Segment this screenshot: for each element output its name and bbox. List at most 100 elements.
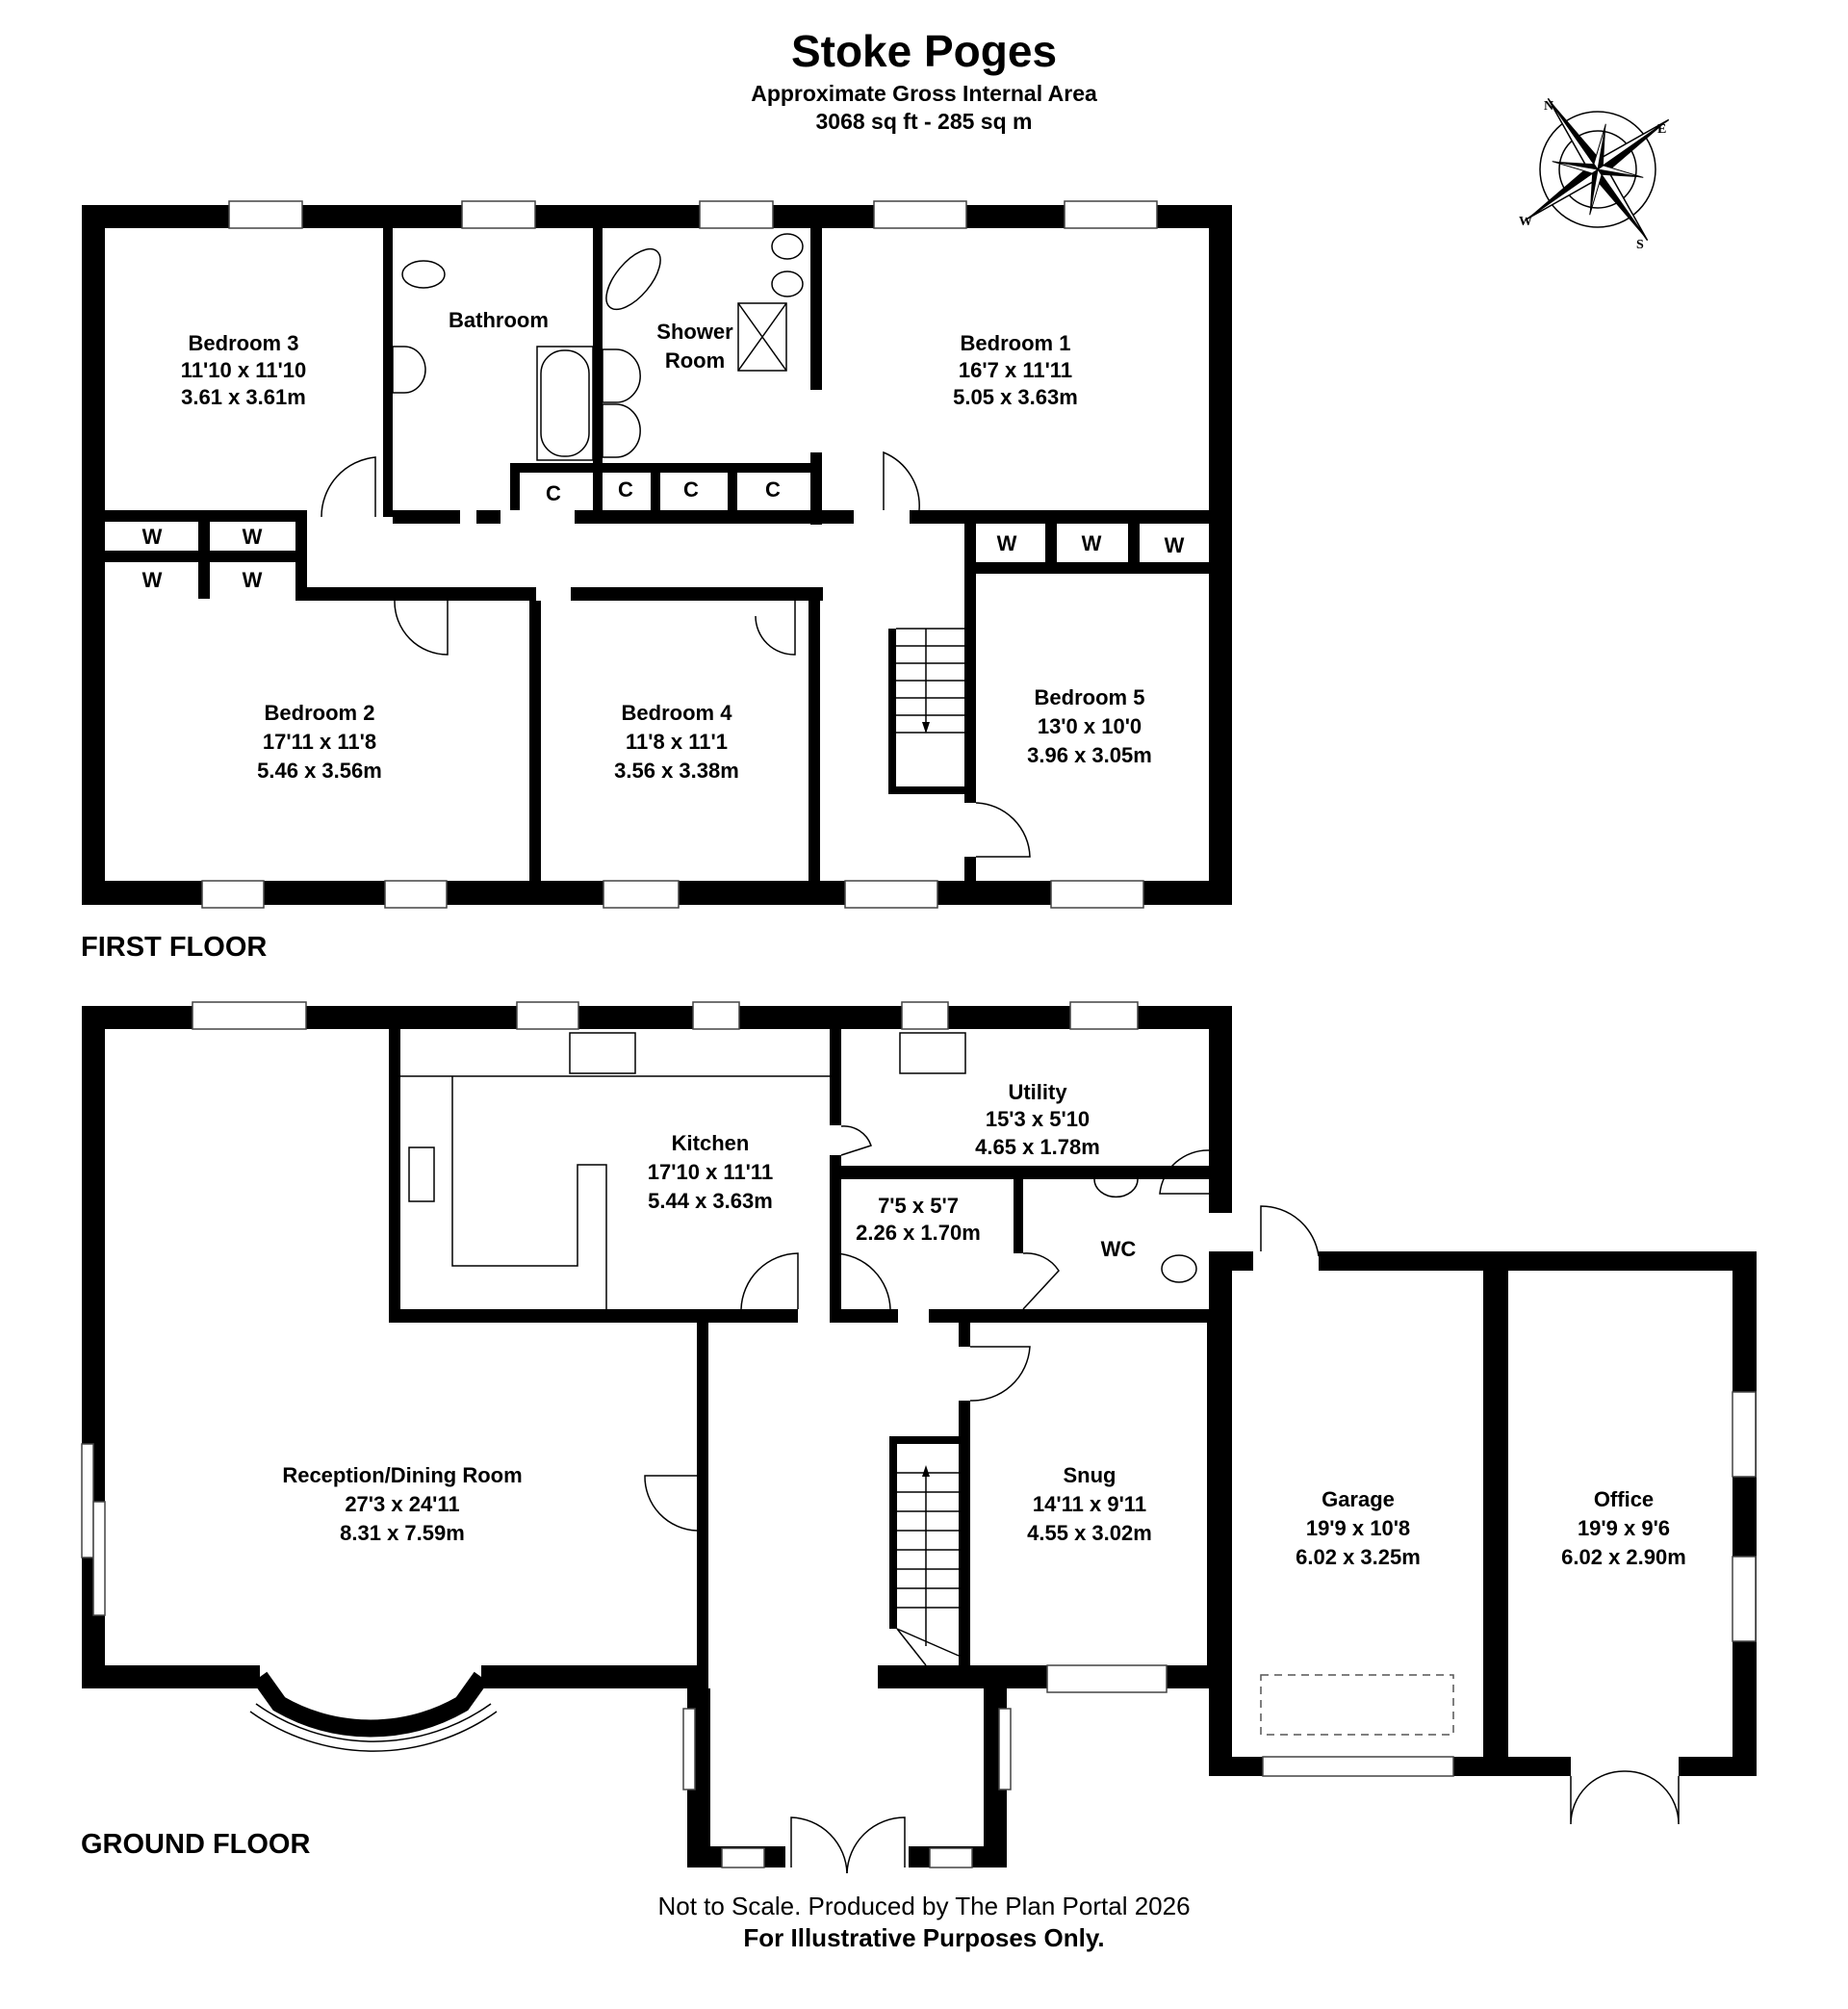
window [873, 200, 967, 229]
window [929, 1847, 973, 1868]
window [844, 880, 938, 909]
svg-text:4.65 x 1.78m: 4.65 x 1.78m [975, 1135, 1100, 1159]
toilet-icon [1161, 1254, 1197, 1283]
wardrobe-label: W [243, 525, 263, 549]
window [682, 1708, 696, 1790]
window [1064, 200, 1158, 229]
window [1046, 1664, 1168, 1693]
window [461, 200, 536, 229]
window [721, 1847, 765, 1868]
svg-text:Bedroom 1: Bedroom 1 [961, 331, 1071, 355]
disclaimer-illustrative: For Illustrative Purposes Only. [743, 1923, 1105, 1952]
svg-text:13'0 x 10'0: 13'0 x 10'0 [1038, 714, 1142, 738]
room-kitchen: Kitchen 17'10 x 11'11 5.44 x 3.63m [648, 1131, 773, 1213]
window [192, 1001, 307, 1030]
svg-text:17'11 x 11'8: 17'11 x 11'8 [263, 730, 376, 754]
window [1069, 1001, 1139, 1030]
svg-text:4.55 x 3.02m: 4.55 x 3.02m [1027, 1521, 1152, 1545]
wardrobe-label: W [997, 531, 1017, 555]
svg-text:11'10 x 11'10: 11'10 x 11'10 [181, 358, 306, 382]
svg-text:6.02 x 2.90m: 6.02 x 2.90m [1561, 1545, 1686, 1569]
window [228, 200, 303, 229]
window [603, 880, 680, 909]
svg-text:8.31 x 7.59m: 8.31 x 7.59m [340, 1521, 465, 1545]
cupboard-label: C [618, 477, 633, 502]
svg-text:Kitchen: Kitchen [672, 1131, 750, 1155]
room-bathroom: Bathroom [449, 308, 549, 332]
svg-text:Utility: Utility [1008, 1080, 1067, 1104]
basin-icon [1093, 1178, 1139, 1198]
room-bedroom-4: Bedroom 4 11'8 x 11'1 3.56 x 3.38m [614, 701, 739, 783]
room-snug: Snug 14'11 x 9'11 4.55 x 3.02m [1027, 1463, 1152, 1545]
first-floor-plan: C C C C W W W W W W W [82, 200, 1232, 909]
svg-text:Room: Room [665, 348, 725, 373]
svg-text:Garage: Garage [1322, 1487, 1395, 1511]
window [1050, 880, 1144, 909]
wardrobe-label: W [1165, 533, 1185, 557]
window [384, 880, 448, 909]
basin-icon [602, 403, 641, 458]
gross-area: 3068 sq ft - 285 sq m [815, 109, 1033, 134]
room-bedroom-2: Bedroom 2 17'11 x 11'8 5.46 x 3.56m [257, 701, 382, 783]
sink-icon [569, 1032, 636, 1074]
svg-text:16'7 x 11'11: 16'7 x 11'11 [959, 358, 1072, 382]
staircase [896, 1472, 960, 1666]
svg-text:Shower: Shower [656, 320, 733, 344]
ground-floor-label: GROUND FLOOR [81, 1829, 311, 1860]
svg-text:5.44 x 3.63m: 5.44 x 3.63m [648, 1189, 773, 1213]
window [516, 1001, 579, 1030]
svg-text:Reception/Dining Room: Reception/Dining Room [282, 1463, 522, 1487]
svg-text:3.96 x 3.05m: 3.96 x 3.05m [1027, 743, 1152, 767]
toilet-icon [771, 233, 804, 260]
svg-text:14'11 x 9'11: 14'11 x 9'11 [1033, 1492, 1146, 1516]
window [92, 1501, 106, 1616]
room-cupboard: 7'5 x 5'7 2.26 x 1.70m [856, 1194, 981, 1245]
window [1732, 1556, 1757, 1642]
staircase [888, 628, 964, 794]
room-wc: WC [1101, 1237, 1137, 1261]
shower-tray-icon [737, 302, 787, 372]
wardrobe-label: W [243, 568, 263, 592]
bidet-icon [771, 270, 804, 297]
basin-icon [392, 346, 426, 394]
svg-text:Bedroom 5: Bedroom 5 [1035, 685, 1145, 709]
window [201, 880, 265, 909]
wardrobe-label: W [1082, 531, 1102, 555]
cupboard-label: C [683, 477, 699, 502]
room-bedroom-5: Bedroom 5 13'0 x 10'0 3.96 x 3.05m [1027, 685, 1152, 767]
room-utility: Utility 15'3 x 5'10 4.65 x 1.78m [975, 1080, 1100, 1159]
garage-door [1262, 1756, 1454, 1777]
svg-text:Snug: Snug [1064, 1463, 1116, 1487]
car-outline [1260, 1674, 1454, 1736]
window [998, 1708, 1012, 1790]
compass-n: N [1544, 99, 1553, 114]
plan-subtitle: Approximate Gross Internal Area [751, 81, 1097, 106]
svg-text:19'9 x 9'6: 19'9 x 9'6 [1578, 1516, 1670, 1540]
svg-text:2.26 x 1.70m: 2.26 x 1.70m [856, 1221, 981, 1245]
room-reception-dining: Reception/Dining Room 27'3 x 24'11 8.31 … [282, 1463, 522, 1545]
window [81, 1443, 94, 1558]
svg-text:Bedroom 3: Bedroom 3 [189, 331, 299, 355]
svg-text:Office: Office [1594, 1487, 1654, 1511]
svg-text:Bathroom: Bathroom [449, 308, 549, 332]
sink-icon [899, 1032, 966, 1074]
room-bedroom-1: Bedroom 1 16'7 x 11'11 5.05 x 3.63m [953, 331, 1078, 409]
hob-icon [408, 1146, 435, 1202]
window [692, 1001, 740, 1030]
wardrobe-label: W [142, 568, 163, 592]
window [901, 1001, 949, 1030]
basin-icon [602, 348, 641, 403]
svg-text:WC: WC [1101, 1237, 1137, 1261]
window [699, 200, 774, 229]
compass-rose-icon: N E S W [1519, 97, 1670, 252]
svg-text:17'10 x 11'11: 17'10 x 11'11 [648, 1160, 773, 1184]
svg-text:Bedroom 4: Bedroom 4 [622, 701, 733, 725]
room-bedroom-3: Bedroom 3 11'10 x 11'10 3.61 x 3.61m [181, 331, 306, 409]
compass-w: W [1519, 215, 1532, 229]
svg-text:15'3 x 5'10: 15'3 x 5'10 [986, 1107, 1090, 1131]
window [1732, 1391, 1757, 1478]
first-floor-label: FIRST FLOOR [81, 932, 268, 963]
room-office: Office 19'9 x 9'6 6.02 x 2.90m [1561, 1487, 1686, 1569]
plan-title: Stoke Poges [790, 26, 1058, 76]
